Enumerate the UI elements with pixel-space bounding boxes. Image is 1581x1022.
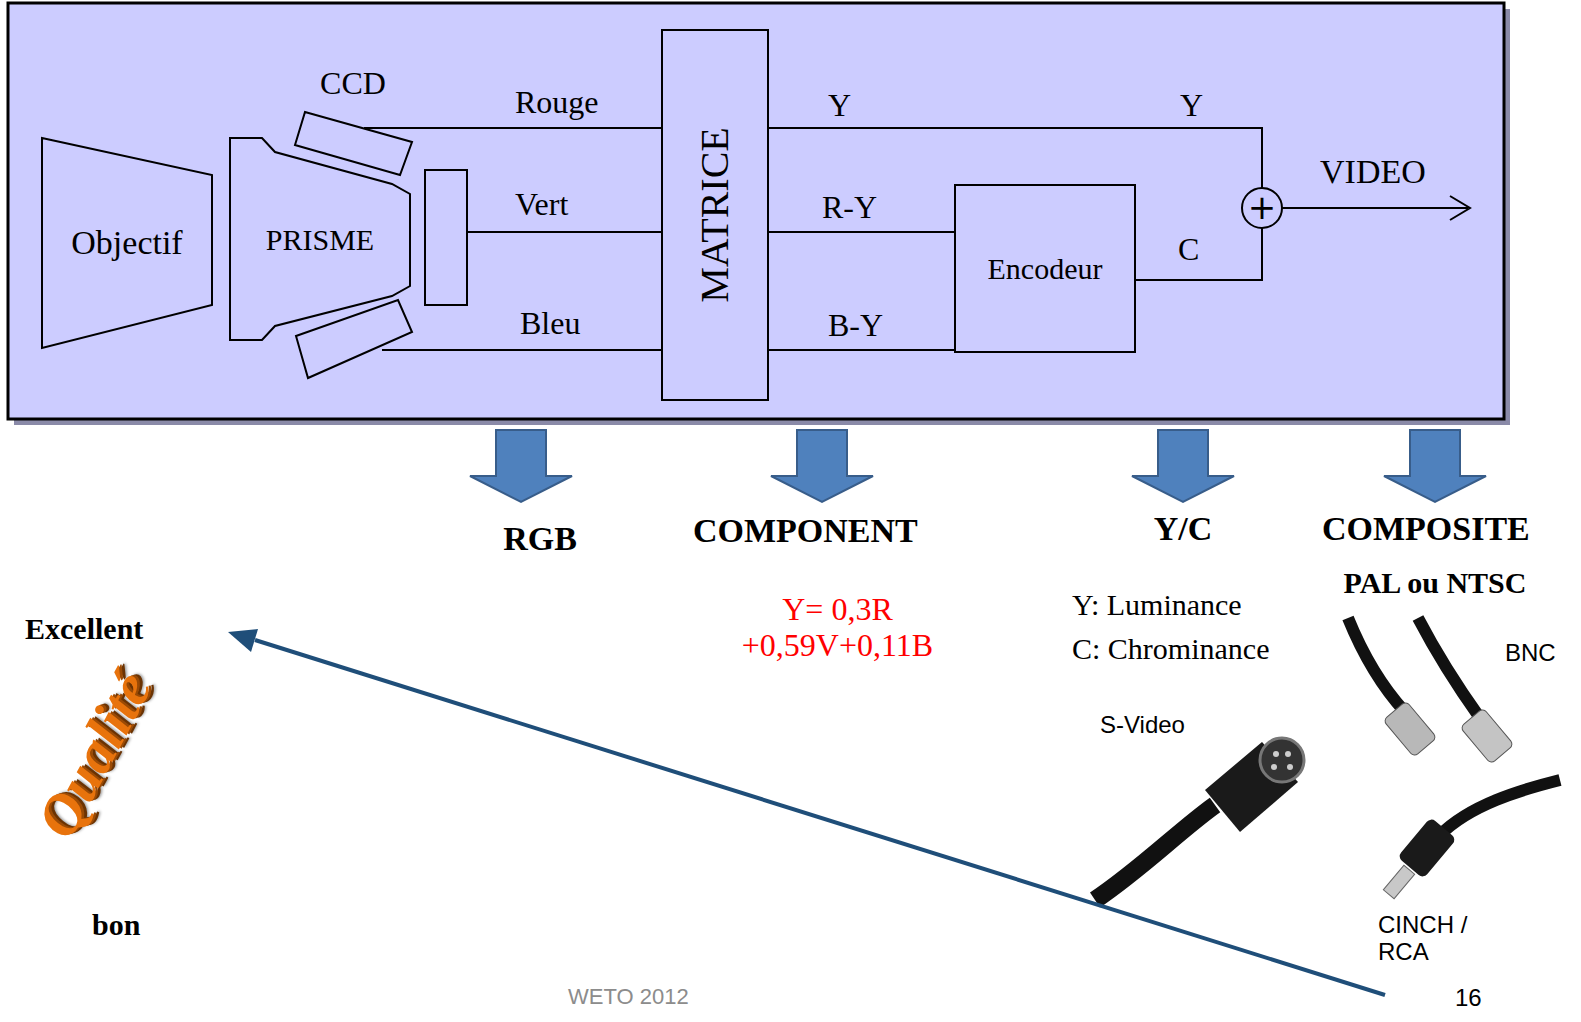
format-label: RGB bbox=[503, 520, 577, 558]
arrow-head bbox=[1450, 196, 1470, 220]
ccd-sensor-outline bbox=[295, 112, 412, 175]
format-label: Y/C bbox=[1154, 510, 1213, 548]
connector-name: CINCH / RCA bbox=[1378, 912, 1503, 966]
signal-connector bbox=[768, 231, 955, 233]
lens-box-outline bbox=[42, 138, 212, 348]
quality-wordart: Qualité bbox=[25, 662, 166, 849]
matrix-box-outline bbox=[662, 30, 768, 400]
adder-circle: + bbox=[1242, 188, 1282, 228]
signal-connector bbox=[1135, 228, 1262, 280]
signal-label: Bleu bbox=[520, 306, 580, 342]
signal-label: Rouge bbox=[515, 85, 599, 121]
node-text: PRISME bbox=[266, 223, 374, 256]
adder-circle-outline bbox=[1242, 188, 1282, 228]
node-text: + bbox=[1248, 189, 1277, 226]
node-text: CCD bbox=[320, 66, 386, 101]
connector-name: S-Video bbox=[1100, 712, 1185, 739]
definition: C: Chrominance bbox=[1072, 632, 1269, 666]
encoder-box: Encodeur bbox=[955, 185, 1135, 352]
quality-level: bon bbox=[92, 908, 140, 942]
format-label: PAL ou NTSC bbox=[1344, 566, 1527, 600]
quality-arrow bbox=[255, 640, 1385, 995]
down-arrows bbox=[470, 430, 1486, 502]
output-label: VIDEO bbox=[1320, 153, 1426, 191]
connector-name: BNC bbox=[1505, 640, 1556, 667]
page-number: 16 bbox=[1455, 985, 1482, 1012]
arrow-head bbox=[228, 629, 258, 652]
matrix-box: MATRICE bbox=[662, 30, 768, 400]
footer-note: WETO 2012 bbox=[568, 985, 689, 1010]
signal-connector bbox=[768, 128, 1262, 188]
ccd-sensor bbox=[425, 170, 467, 305]
video-output-line bbox=[1282, 207, 1468, 209]
node-text: MATRICE bbox=[693, 127, 737, 303]
encoder-box-outline bbox=[955, 185, 1135, 352]
ccd-sensor: CCD bbox=[292, 66, 414, 184]
bnc-cables bbox=[1348, 618, 1514, 764]
format-label: COMPOSITE bbox=[1322, 510, 1530, 548]
signal-connector bbox=[768, 349, 955, 351]
lens-box: Objectif bbox=[42, 138, 212, 348]
signal-connector bbox=[364, 127, 662, 129]
signal-label: C bbox=[1178, 232, 1199, 268]
svideo-cable bbox=[1095, 738, 1304, 900]
node-text: Objectif bbox=[71, 224, 182, 261]
camera-panel bbox=[8, 3, 1504, 419]
signal-line bbox=[467, 231, 662, 233]
signal-label: B-Y bbox=[828, 308, 883, 344]
signal-label: Y bbox=[1180, 88, 1203, 124]
format-label: COMPONENT bbox=[693, 512, 918, 550]
signal-label: Vert bbox=[515, 187, 568, 223]
rca-cable bbox=[1383, 780, 1560, 899]
signal-label: Y bbox=[828, 88, 851, 124]
signal-line bbox=[382, 349, 662, 351]
definition: Y: Luminance bbox=[1072, 588, 1242, 622]
signal-label: R-Y bbox=[822, 190, 877, 226]
node-text: Encodeur bbox=[988, 252, 1103, 285]
formula: Y= 0,3R +0,59V+0,11B bbox=[700, 592, 975, 664]
quality-level: Excellent bbox=[25, 612, 143, 646]
